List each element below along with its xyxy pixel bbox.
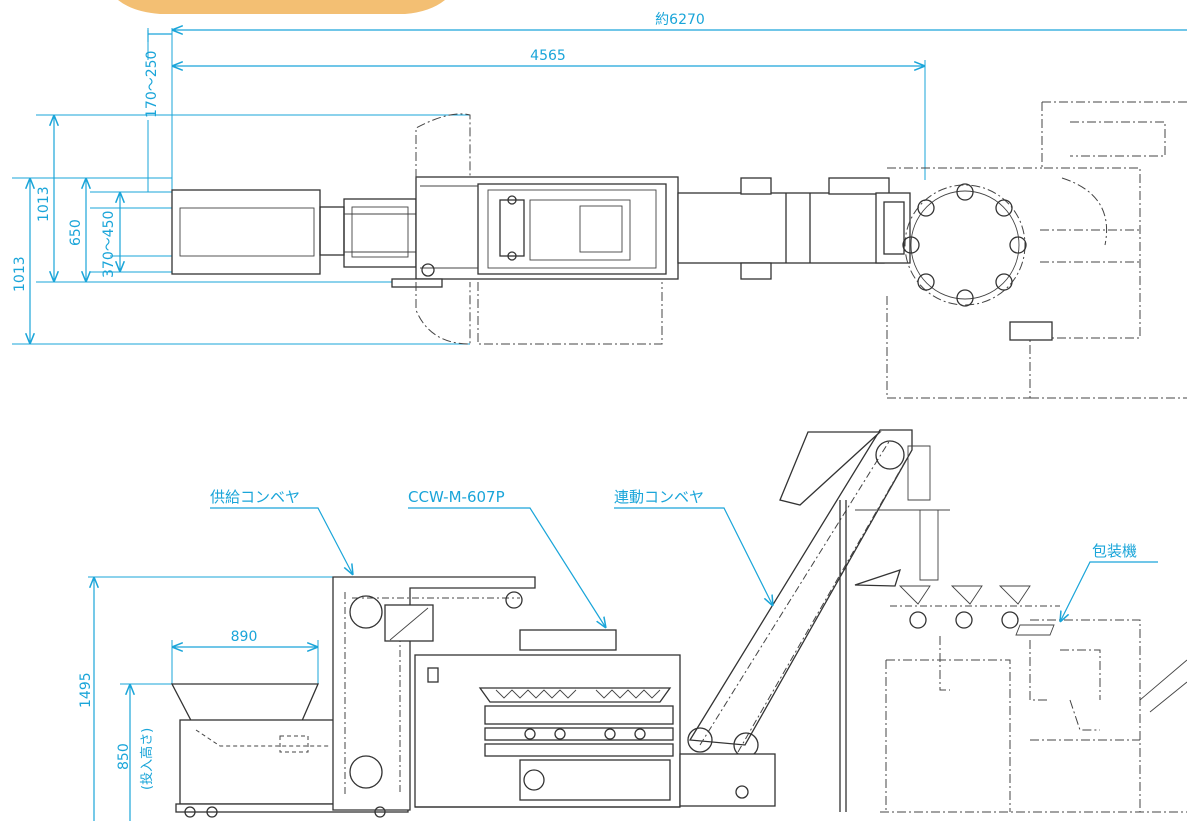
length-4565-label: 4565 — [530, 48, 566, 64]
packaging-machine-label: 包装機 — [1092, 542, 1137, 560]
plan-view-machine — [171, 101, 1187, 399]
offset-label: 170～250 — [144, 51, 160, 118]
overall-length-label: 約6270 — [655, 12, 705, 28]
width-650-label: 650 — [68, 219, 84, 246]
input-height-value: 850 — [116, 743, 132, 770]
linked-conveyor-label: 連動コンベヤ — [614, 488, 704, 506]
plan-dimensions: 約6270 4565 170～250 1013 1013 650 370～450 — [12, 12, 1187, 345]
input-height-note: (投入高さ) — [139, 728, 155, 790]
width-1013-outer-label: 1013 — [12, 256, 28, 292]
width-1013-inner-label: 1013 — [36, 186, 52, 222]
belt-width-label: 370～450 — [101, 211, 117, 278]
hopper-length-label: 890 — [231, 629, 258, 645]
callouts: 供給コンベヤ CCW-M-607P 連動コンベヤ 包装機 — [210, 488, 1158, 628]
model-label: CCW-M-607P — [408, 488, 505, 506]
weigh-buckets — [495, 689, 661, 699]
supply-conveyor-label: 供給コンベヤ — [210, 488, 300, 506]
height-1495-label: 1495 — [78, 672, 94, 708]
side-dimensions: 890 1495 850 (投入高さ) — [78, 576, 333, 821]
side-view-machine — [170, 429, 1187, 818]
orange-tab — [118, 0, 445, 14]
